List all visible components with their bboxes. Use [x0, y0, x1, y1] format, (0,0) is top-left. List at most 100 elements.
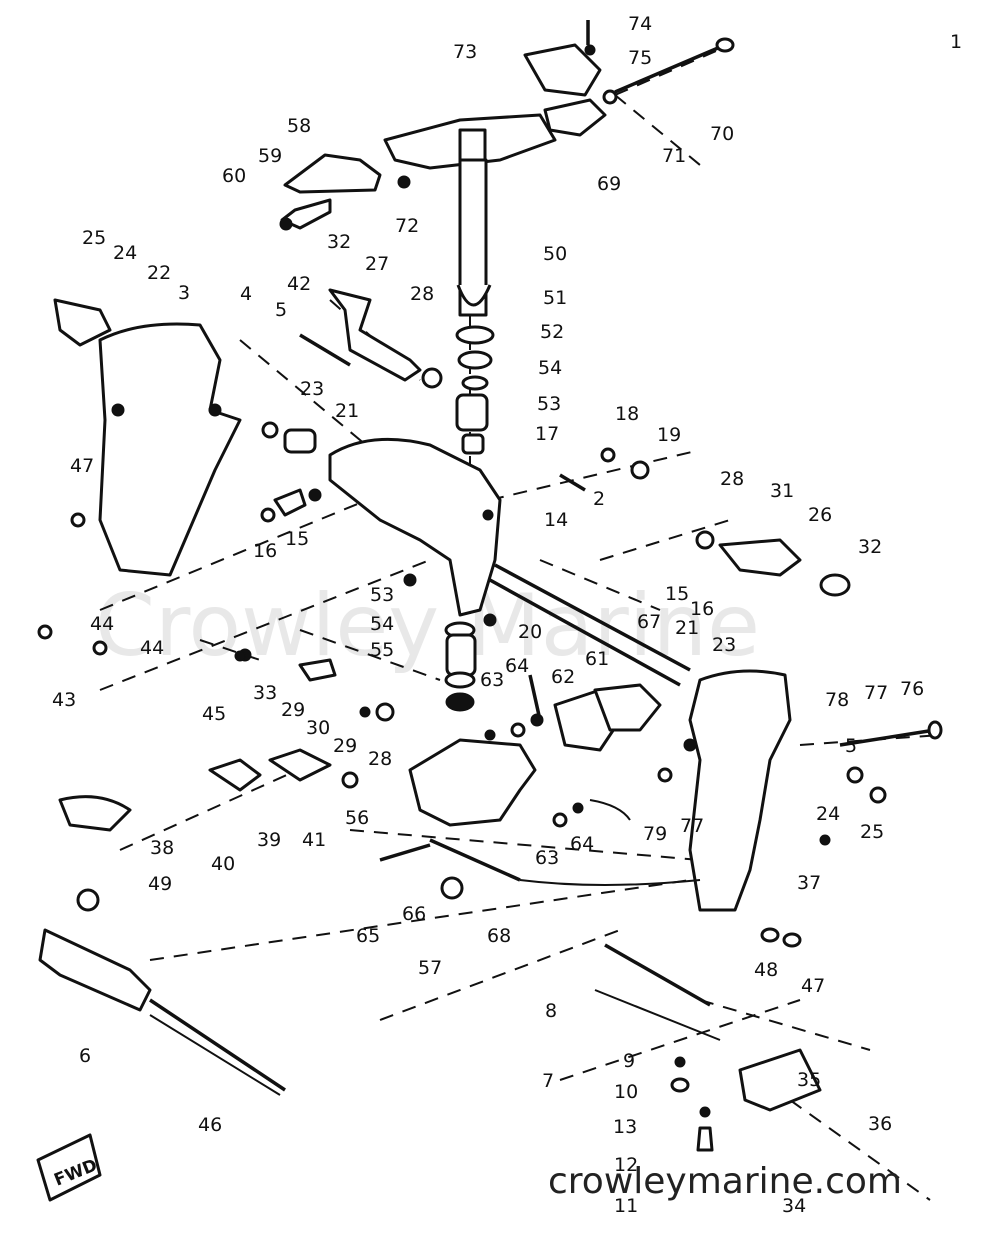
- part-label-7: 7: [542, 1070, 554, 1092]
- part-label-69: 69: [597, 173, 621, 195]
- part-label-77: 77: [680, 815, 704, 837]
- left-clamp-bracket: [53, 298, 242, 577]
- part-label-24: 24: [816, 803, 840, 825]
- part-label-55: 55: [370, 639, 394, 661]
- part-label-15: 15: [665, 583, 689, 605]
- part-label-16: 16: [690, 598, 714, 620]
- part-label-11: 11: [614, 1195, 638, 1217]
- part-label-45: 45: [202, 703, 226, 725]
- part-label-75: 75: [628, 47, 652, 69]
- part-label-63: 63: [480, 669, 504, 691]
- part-label-33: 33: [253, 682, 277, 704]
- part-label-22: 22: [147, 262, 171, 284]
- part-label-43: 43: [52, 689, 76, 711]
- right-clamp-bracket: [683, 669, 943, 912]
- part-label-3: 3: [178, 282, 190, 304]
- pivot-arms: [299, 288, 851, 597]
- part-label-26: 26: [808, 504, 832, 526]
- part-label-28: 28: [720, 468, 744, 490]
- part-label-62: 62: [551, 666, 575, 688]
- part-label-61: 61: [585, 648, 609, 670]
- part-label-4: 4: [240, 283, 252, 305]
- part-label-48: 48: [754, 959, 778, 981]
- part-label-17: 17: [535, 423, 559, 445]
- part-label-39: 39: [257, 829, 281, 851]
- part-label-79: 79: [643, 823, 667, 845]
- part-label-10: 10: [614, 1081, 638, 1103]
- part-label-56: 56: [345, 807, 369, 829]
- part-label-36: 36: [868, 1113, 892, 1135]
- part-label-31: 31: [770, 480, 794, 502]
- watermark: Crowley Marine: [95, 576, 760, 676]
- part-label-44: 44: [140, 637, 164, 659]
- site-url: crowleymarine.com: [548, 1161, 902, 1202]
- trim-assembly: [38, 795, 286, 1096]
- part-label-2: 2: [593, 488, 605, 510]
- part-label-65: 65: [356, 925, 380, 947]
- part-label-78: 78: [825, 689, 849, 711]
- part-label-57: 57: [418, 957, 442, 979]
- part-label-50: 50: [543, 243, 567, 265]
- part-label-37: 37: [797, 872, 821, 894]
- part-label-47: 47: [70, 455, 94, 477]
- lower-bushings: [444, 621, 477, 712]
- part-label-35: 35: [797, 1069, 821, 1091]
- part-label-44: 44: [90, 613, 114, 635]
- part-label-42: 42: [287, 273, 311, 295]
- part-label-14: 14: [544, 509, 568, 531]
- part-label-18: 18: [615, 403, 639, 425]
- part-label-54: 54: [538, 357, 562, 379]
- part-label-6: 6: [79, 1045, 91, 1067]
- part-label-38: 38: [150, 837, 174, 859]
- part-label-29: 29: [333, 735, 357, 757]
- part-label-34: 34: [782, 1195, 806, 1217]
- part-label-73: 73: [453, 41, 477, 63]
- steering-shaft: [455, 158, 495, 455]
- part-label-68: 68: [487, 925, 511, 947]
- part-label-5: 5: [845, 735, 857, 757]
- part-label-21: 21: [675, 617, 699, 639]
- plate-bracket: [280, 153, 382, 230]
- part-label-29: 29: [281, 699, 305, 721]
- part-label-59: 59: [258, 145, 282, 167]
- part-label-51: 51: [543, 287, 567, 309]
- corner-mark: 1: [950, 31, 962, 53]
- part-label-19: 19: [657, 424, 681, 446]
- part-label-58: 58: [287, 115, 311, 137]
- part-label-76: 76: [900, 678, 924, 700]
- part-label-74: 74: [628, 13, 652, 35]
- part-label-63: 63: [535, 847, 559, 869]
- part-label-12: 12: [614, 1154, 638, 1176]
- part-label-20: 20: [518, 621, 542, 643]
- part-label-41: 41: [302, 829, 326, 851]
- part-label-23: 23: [712, 634, 736, 656]
- part-label-21: 21: [335, 400, 359, 422]
- part-label-16: 16: [253, 540, 277, 562]
- part-label-72: 72: [395, 215, 419, 237]
- part-label-32: 32: [327, 231, 351, 253]
- lower-right-parts: [594, 927, 822, 1152]
- part-label-8: 8: [545, 1000, 557, 1022]
- part-label-25: 25: [82, 227, 106, 249]
- part-label-9: 9: [623, 1050, 635, 1072]
- part-label-47: 47: [801, 975, 825, 997]
- part-label-24: 24: [113, 242, 137, 264]
- part-label-53: 53: [537, 393, 561, 415]
- link-rods: [379, 674, 701, 900]
- part-label-28: 28: [368, 748, 392, 770]
- part-label-77: 77: [864, 682, 888, 704]
- part-label-71: 71: [662, 145, 686, 167]
- part-label-28: 28: [410, 283, 434, 305]
- steering-arm: [408, 683, 662, 827]
- part-label-32: 32: [858, 536, 882, 558]
- part-label-52: 52: [540, 321, 564, 343]
- tilt-tube: [489, 563, 691, 687]
- part-label-64: 64: [505, 655, 529, 677]
- part-label-67: 67: [637, 611, 661, 633]
- part-label-70: 70: [710, 123, 734, 145]
- part-label-25: 25: [860, 821, 884, 843]
- part-label-30: 30: [306, 717, 330, 739]
- part-label-54: 54: [370, 613, 394, 635]
